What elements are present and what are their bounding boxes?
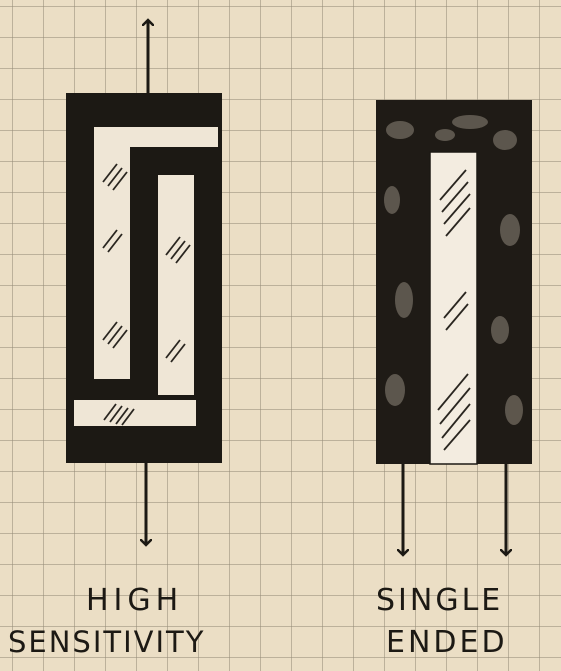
high-sensitivity-label-line1: HIGH bbox=[86, 583, 183, 618]
single-ended-label-line2: ENDED bbox=[386, 625, 508, 660]
inner-fold bbox=[130, 152, 158, 400]
inner-fold-top bbox=[130, 152, 218, 175]
single-ended-label-line1: SINGLE bbox=[376, 583, 503, 618]
lower-slot bbox=[74, 400, 196, 426]
right-slot bbox=[158, 175, 194, 395]
single-ended-gauge bbox=[376, 100, 532, 555]
high-sensitivity-gauge bbox=[66, 20, 222, 545]
high-sensitivity-label-line2: SENSITIVITY bbox=[8, 625, 205, 659]
inner-fold-bottom bbox=[94, 379, 158, 400]
upper-slot bbox=[94, 127, 218, 147]
